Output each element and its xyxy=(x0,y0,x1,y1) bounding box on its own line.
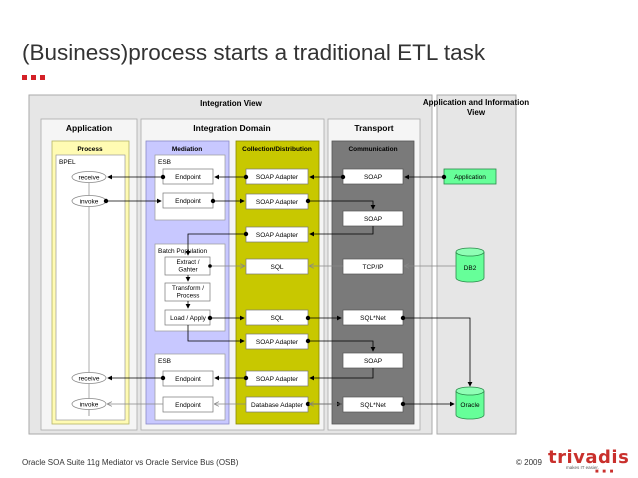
communication-box: SQL*Net xyxy=(342,309,404,326)
svg-text:TCP/IP: TCP/IP xyxy=(363,264,384,271)
svg-text:SQL: SQL xyxy=(270,315,283,322)
accent-square xyxy=(31,75,36,80)
svg-text:invoke: invoke xyxy=(80,402,99,409)
svg-text:SOAP Adapter: SOAP Adapter xyxy=(256,339,299,346)
collection-box: SOAP Adapter xyxy=(245,193,309,210)
application-endpoint: Application xyxy=(443,168,497,185)
mediation-box: Extract /Gahter xyxy=(164,256,211,276)
db2-cylinder: DB2 xyxy=(455,247,485,283)
svg-text:Transform /Process: Transform /Process xyxy=(172,285,204,300)
collection-box: SOAP Adapter xyxy=(245,168,309,185)
process-item: invoke xyxy=(71,398,107,410)
svg-text:SOAP: SOAP xyxy=(364,358,382,365)
process-column-label: Process xyxy=(77,146,103,153)
svg-text:SOAP: SOAP xyxy=(364,216,382,223)
collection-box: SQL xyxy=(245,309,309,326)
svg-text:Database Adapter: Database Adapter xyxy=(251,402,304,409)
communication-box: TCP/IP xyxy=(342,258,404,275)
svg-text:receive: receive xyxy=(79,376,100,383)
svg-text:invoke: invoke xyxy=(80,199,99,206)
logo-tagline: makes IT easier. xyxy=(566,465,599,470)
process-item: receive xyxy=(71,372,107,384)
svg-text:Extract /Gahter: Extract /Gahter xyxy=(176,259,199,274)
svg-text:SOAP Adapter: SOAP Adapter xyxy=(256,232,299,239)
communication-box: SOAP xyxy=(342,352,404,369)
mediation-box: Endpoint xyxy=(162,370,214,387)
bpel-group-label: BPEL xyxy=(59,159,76,166)
svg-text:SQL: SQL xyxy=(270,264,283,271)
transport-label: Transport xyxy=(354,123,393,133)
esb-top-group xyxy=(154,154,226,221)
svg-text:DB2: DB2 xyxy=(464,265,477,272)
svg-text:SQL*Net: SQL*Net xyxy=(360,402,386,409)
slide-title: (Business)process starts a traditional E… xyxy=(22,40,486,65)
mediation-column-label: Mediation xyxy=(172,146,202,153)
svg-text:Endpoint: Endpoint xyxy=(175,376,201,383)
svg-text:SOAP Adapter: SOAP Adapter xyxy=(256,199,299,206)
footer-left: Oracle SOA Suite 11g Mediator vs Oracle … xyxy=(22,458,239,467)
collection-box: SOAP Adapter xyxy=(245,370,309,387)
integration-view-label: Integration View xyxy=(200,99,262,108)
svg-text:Oracle: Oracle xyxy=(460,402,480,409)
connector-dot xyxy=(208,264,212,268)
communication-column-label: Communication xyxy=(348,146,397,153)
mediation-box: Endpoint xyxy=(162,168,214,185)
accent-square xyxy=(40,75,45,80)
communication-box: SQL*Net xyxy=(342,396,404,413)
application-label: Application xyxy=(66,123,112,133)
esb-bottom-group-label: ESB xyxy=(158,358,171,365)
mediation-box: Load / Apply xyxy=(164,309,211,326)
integration-domain-label: Integration Domain xyxy=(193,123,270,133)
svg-text:Application: Application xyxy=(454,174,486,181)
svg-text:Endpoint: Endpoint xyxy=(175,402,201,409)
grey-connectors xyxy=(88,266,456,416)
collection-box: SQL xyxy=(245,258,309,275)
accent-square xyxy=(22,75,27,80)
mediation-box: Endpoint xyxy=(162,396,214,413)
logo-dots: ■ ■ ■ xyxy=(595,469,615,475)
communication-box: SOAP xyxy=(342,168,404,185)
batch-population-label: Batch Population xyxy=(158,248,208,255)
mediation-box: Transform /Process xyxy=(164,282,211,302)
footer-right: © 2009 xyxy=(516,458,542,467)
svg-text:Load / Apply: Load / Apply xyxy=(170,315,207,322)
svg-text:SOAP Adapter: SOAP Adapter xyxy=(256,376,299,383)
esb-top-group-label: ESB xyxy=(158,159,171,166)
trivadis-logo: trivadis xyxy=(548,447,630,468)
svg-text:receive: receive xyxy=(79,175,100,182)
collection-column-label: Collection/Distribution xyxy=(242,146,312,153)
collection-box: SOAP Adapter xyxy=(245,226,309,243)
svg-text:Endpoint: Endpoint xyxy=(175,198,201,205)
connectors xyxy=(103,174,473,407)
process-item: receive xyxy=(71,171,107,183)
mediation-box: Endpoint xyxy=(162,192,214,209)
svg-text:Endpoint: Endpoint xyxy=(175,174,201,181)
svg-text:SOAP: SOAP xyxy=(364,174,382,181)
communication-box: SOAP xyxy=(342,210,404,227)
svg-text:SQL*Net: SQL*Net xyxy=(360,315,386,322)
collection-box: SOAP Adapter xyxy=(245,333,309,350)
oracle-cylinder: Oracle xyxy=(455,386,485,420)
collection-box: Database Adapter xyxy=(245,396,309,413)
svg-text:SOAP Adapter: SOAP Adapter xyxy=(256,174,299,181)
process-item: invoke xyxy=(71,195,107,207)
